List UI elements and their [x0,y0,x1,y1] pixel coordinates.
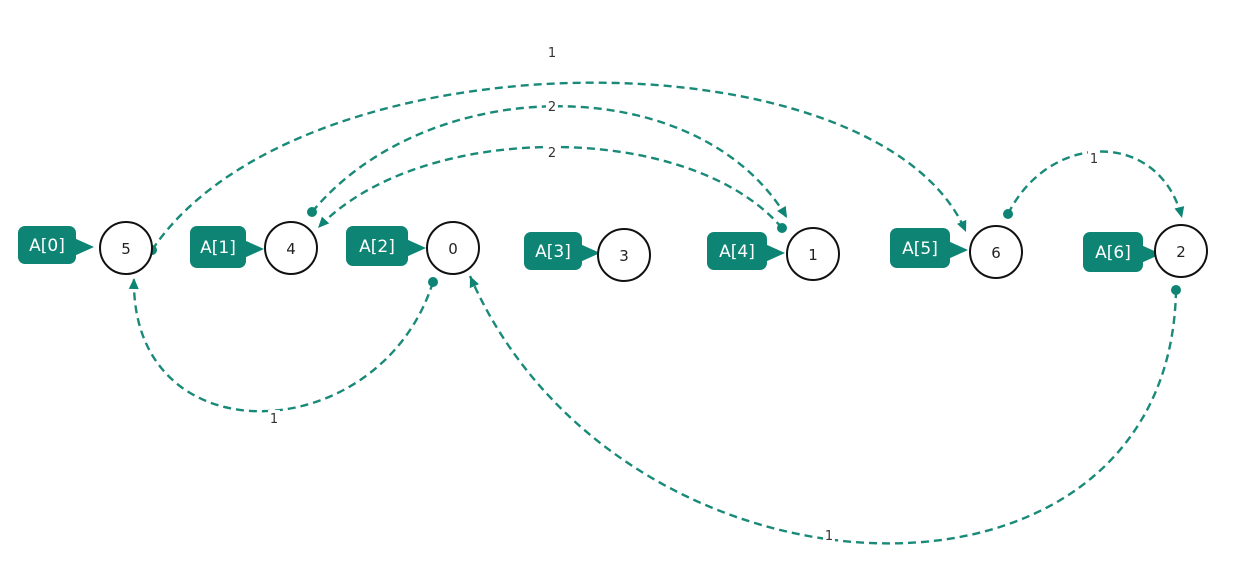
tag-pointer [765,244,785,262]
node-value: 1 [808,246,818,264]
edge-start-dot [777,223,787,233]
tag-box [707,232,767,270]
weight-label-bg [823,527,835,542]
tag-pointer [948,241,968,259]
tag-label: A[5] [902,239,938,259]
weight-label-bg [546,44,558,59]
tag-pointer [1141,245,1161,263]
edge-path [468,275,1178,545]
tag-pointer [580,244,600,262]
index-tag: A[1] [190,226,264,268]
node-value: 0 [448,240,458,258]
weight-label-bg [546,144,558,159]
node-circle [264,221,318,275]
tag-box [1083,232,1143,272]
edge-2-to-0: 1 [128,277,438,427]
tag-label: A[1] [200,238,236,258]
node-circle [426,221,480,275]
tag-box [524,232,582,270]
array-slot-4: A[4] 1 [707,227,840,281]
value-node: 1 [786,227,840,281]
edge-start-dot [307,207,317,217]
node-circle [1154,224,1208,278]
value-node: 2 [1154,224,1208,278]
value-node: 4 [264,221,318,275]
tag-label: A[2] [359,237,395,257]
tag-pointer [406,239,426,257]
edge-start-dot [1171,285,1181,295]
tag-pointer [74,238,94,256]
edge-start-dot [1003,209,1013,219]
edge-1-to-4: 2 [307,98,789,219]
edge-start-dot [428,277,438,287]
array-slot-2: A[2] 0 [346,221,480,275]
value-node: 3 [597,228,651,282]
weight-label: 1 [825,529,833,544]
tag-label: A[3] [535,242,571,262]
node-circle [969,225,1023,279]
tag-label: A[0] [29,236,65,256]
tag-label: A[4] [719,242,755,262]
index-tag: A[3] [524,232,600,270]
tag-label: A[6] [1095,243,1131,263]
node-circle [786,227,840,281]
value-node: 0 [426,221,480,275]
edge-arrowhead [957,219,967,232]
edge-arrowhead [128,278,139,290]
node-value: 3 [619,247,629,265]
weight-label: 1 [270,412,278,427]
array-slot-6: A[6] 2 [1083,224,1208,278]
edge-arrowhead [469,276,479,289]
edge-path [151,81,968,251]
tag-box [890,228,950,268]
weight-label: 1 [1090,152,1098,167]
index-tag: A[4] [707,232,785,270]
weight-label: 1 [548,46,556,61]
edge-4-to-1: 2 [317,144,787,233]
array-slot-3: A[3] 3 [524,228,651,282]
array-slot-0: A[0] 5 [18,221,153,275]
weight-label: 2 [548,146,556,161]
node-value: 2 [1176,243,1186,261]
edges-layer: 1 2 2 1 1 1 [128,44,1185,545]
value-node: 6 [969,225,1023,279]
node-circle [99,221,153,275]
index-tag: A[5] [890,228,968,268]
value-node: 5 [99,221,153,275]
edge-path [132,277,435,413]
tag-box [190,226,246,268]
tag-box [346,226,408,266]
weight-label-bg [268,410,280,425]
nodes-layer: A[0] 5 A[1] 4 A[2] 0 A[3] 3 A[4] 1 A[5] 6 A[6] 2 [18,221,1208,282]
array-slot-5: A[5] 6 [890,225,1023,279]
node-circle [597,228,651,282]
tag-pointer [244,240,264,258]
array-slot-1: A[1] 4 [190,221,318,275]
edge-5-to-6: 1 [1003,150,1185,219]
edge-arrowhead [777,205,787,218]
edge-arrowhead [1174,206,1185,218]
weight-label-bg [546,98,558,113]
edge-6-to-2: 1 [468,275,1181,545]
node-value: 4 [286,240,296,258]
node-value: 6 [991,244,1001,262]
index-tag: A[6] [1083,232,1161,272]
edge-path [1006,150,1184,219]
weight-label: 2 [548,100,556,115]
weight-label-bg [1088,150,1100,165]
node-value: 5 [121,240,131,258]
index-tag: A[0] [18,226,94,264]
edge-arrowhead [318,216,330,228]
tag-box [18,226,76,264]
edge-path [311,105,789,219]
index-tag: A[2] [346,226,426,266]
